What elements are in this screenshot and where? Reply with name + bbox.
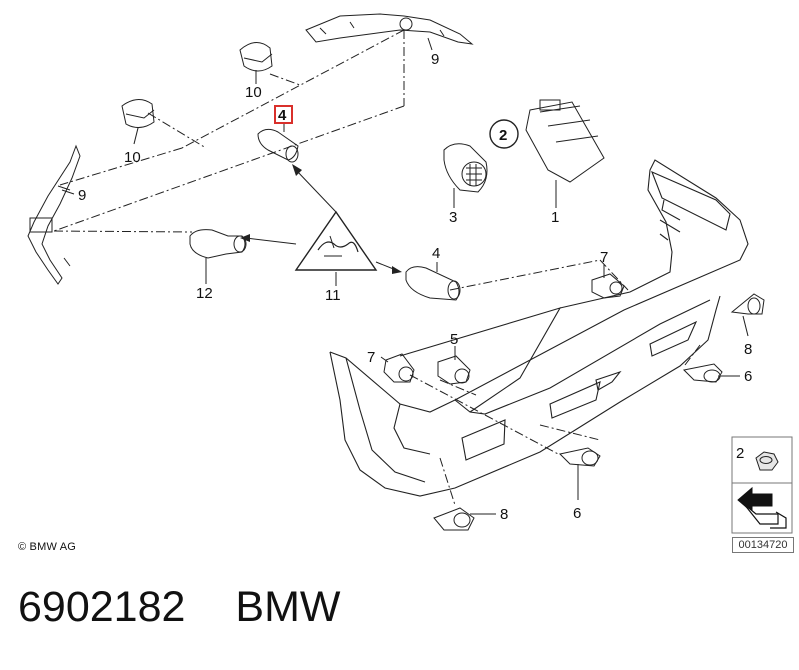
arrows (245, 169, 397, 271)
label-10-top: 10 (245, 84, 262, 101)
label-12: 12 (196, 285, 213, 302)
cover-6-bottom (558, 447, 601, 467)
label-9-left: 9 (78, 187, 86, 204)
bracket-9-top (305, 13, 474, 45)
reference-number: 00134720 (732, 537, 794, 553)
label-4-highlight: 4 (278, 107, 287, 124)
label-7-left: 7 (367, 349, 375, 366)
part-labels: 1 2 3 4 4 5 6 6 7 7 8 8 9 9 10 10 11 12 (78, 51, 752, 523)
copyright-text: © BMW AG (18, 541, 76, 553)
label-3: 3 (449, 209, 457, 226)
label-2: 2 (499, 127, 507, 144)
holder-10-top (239, 42, 273, 72)
warning-triangle-11 (294, 210, 378, 271)
part-number: 6902182 (18, 583, 186, 631)
cover-8-bottom (433, 507, 475, 531)
arrow-heads (240, 164, 402, 274)
holder-7-left (383, 353, 415, 383)
legend-box: 2 (731, 436, 793, 534)
component-3 (443, 143, 488, 193)
holder-10-left (121, 99, 155, 128)
assembly-lines (53, 29, 701, 506)
label-8-bottom: 8 (500, 506, 508, 523)
label-6-right: 6 (744, 368, 752, 385)
part-number-line: 6902182 BMW (18, 583, 391, 632)
holder-7-right (591, 273, 625, 299)
label-5: 5 (450, 331, 458, 348)
nut-icon (755, 451, 779, 471)
rear-bumper (329, 159, 749, 497)
callout-circle-2 (489, 119, 519, 149)
highlight-box-4 (274, 105, 293, 124)
sensor-4 (405, 266, 461, 301)
sensor-12 (189, 229, 247, 259)
sensor-4-top (257, 128, 299, 163)
label-7-right: 7 (600, 249, 608, 266)
label-11: 11 (325, 287, 341, 304)
assembly-arrow-icon (737, 486, 787, 529)
leader-lines (61, 37, 749, 515)
holder-5 (437, 355, 471, 385)
label-1: 1 (551, 209, 559, 226)
label-9-top: 9 (431, 51, 439, 68)
label-4: 4 (432, 245, 440, 262)
label-8-right: 8 (744, 341, 752, 358)
cover-8-right (730, 293, 765, 315)
brand-name: BMW (235, 583, 341, 631)
label-6-bottom: 6 (573, 505, 581, 522)
cover-6-right (682, 363, 723, 383)
module-2 (525, 99, 605, 183)
bracket-9-left (27, 144, 81, 285)
label-10-left: 10 (124, 149, 141, 166)
legend-label-2: 2 (736, 445, 744, 462)
